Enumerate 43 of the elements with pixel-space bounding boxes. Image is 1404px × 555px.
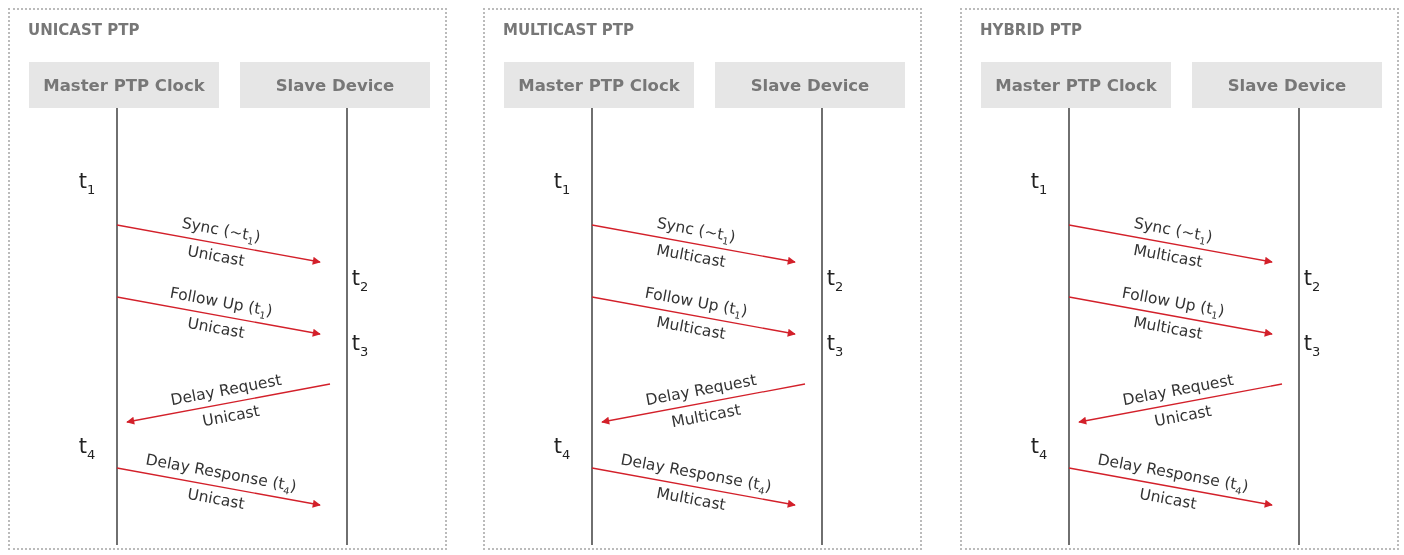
transport-label: Unicast (200, 401, 261, 430)
transport-label: Unicast (1152, 401, 1213, 430)
time-label: t$_{1}$ (78, 169, 96, 197)
participant-name: Slave Device (1227, 75, 1347, 95)
time-label: t$_{2}$ (826, 266, 844, 294)
message-arrow (116, 467, 321, 508)
transport-label: Multicast (655, 484, 728, 515)
panel-title: UNICAST PTP (28, 21, 140, 39)
time-label: t$_{3}$ (351, 331, 369, 359)
time-label: t$_{4}$ (553, 434, 571, 462)
message-arrow (1068, 224, 1273, 265)
time-label: t$_{4}$ (78, 434, 96, 462)
participant-name: Master PTP Clock (518, 75, 680, 95)
message-arrow (116, 224, 321, 265)
message-arrow (1078, 383, 1283, 425)
time-label: t$_{1}$ (553, 169, 571, 197)
message-arrow (591, 224, 796, 265)
message-arrow (591, 296, 796, 337)
message-arrow (591, 467, 796, 508)
transport-label: Unicast (1138, 485, 1199, 514)
message-arrow (1068, 467, 1273, 508)
participant-name: Slave Device (275, 75, 395, 95)
diagram-panel (8, 8, 447, 550)
transport-label: Unicast (186, 485, 247, 514)
transport-label: Unicast (186, 242, 247, 271)
message-arrow (601, 383, 806, 425)
time-label: t$_{3}$ (826, 331, 844, 359)
message-arrow (116, 296, 321, 337)
time-label: t$_{2}$ (1303, 266, 1321, 294)
participant-name: Slave Device (750, 75, 870, 95)
time-label: t$_{3}$ (1303, 331, 1321, 359)
message-arrow (1068, 296, 1273, 337)
participant-name: Master PTP Clock (995, 75, 1157, 95)
time-label: t$_{1}$ (1030, 169, 1048, 197)
panel-title: HYBRID PTP (980, 21, 1082, 39)
transport-label: Unicast (186, 314, 247, 343)
time-label: t$_{4}$ (1030, 434, 1048, 462)
diagram-panel (483, 8, 922, 550)
panel-title: MULTICAST PTP (503, 21, 635, 39)
diagram-panel (960, 8, 1399, 550)
participant-name: Master PTP Clock (43, 75, 205, 95)
message-arrow (126, 383, 331, 425)
time-label: t$_{2}$ (351, 266, 369, 294)
